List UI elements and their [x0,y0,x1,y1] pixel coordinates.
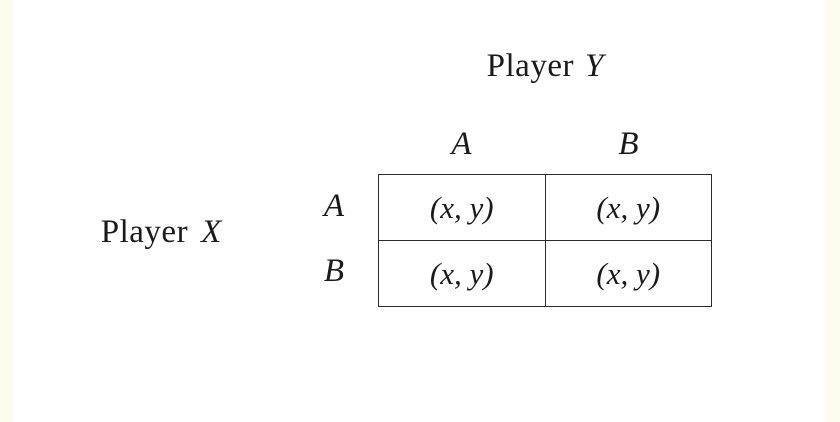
payoff-cell-b-a: (x, y) [378,240,546,307]
column-header-b: B [618,125,639,162]
row-player-name: Player [100,214,189,250]
row-header-column: A B [306,174,362,304]
column-player-symbol: Y [584,48,604,84]
row-player-symbol: X [201,214,222,250]
row-header-b: B [323,253,345,289]
column-header-row: A B [378,124,712,164]
column-header-a: A [451,125,472,162]
payoff-cell-a-b: (x, y) [544,174,712,241]
row-header-a: A [323,188,345,224]
table-row: (x, y) (x, y) [378,174,712,241]
payoff-cell-a-a: (x, y) [378,174,546,241]
page-edge-tint-left [0,0,13,422]
payoff-cell-b-b: (x, y) [544,240,712,307]
payoff-matrix-table: (x, y) (x, y) (x, y) (x, y) [378,174,712,307]
row-player-label: Player X [46,216,276,249]
column-player-name: Player [486,48,574,84]
page-edge-tint-right [826,0,840,422]
column-player-label: Player Y [378,50,712,83]
table-row: (x, y) (x, y) [378,240,712,307]
